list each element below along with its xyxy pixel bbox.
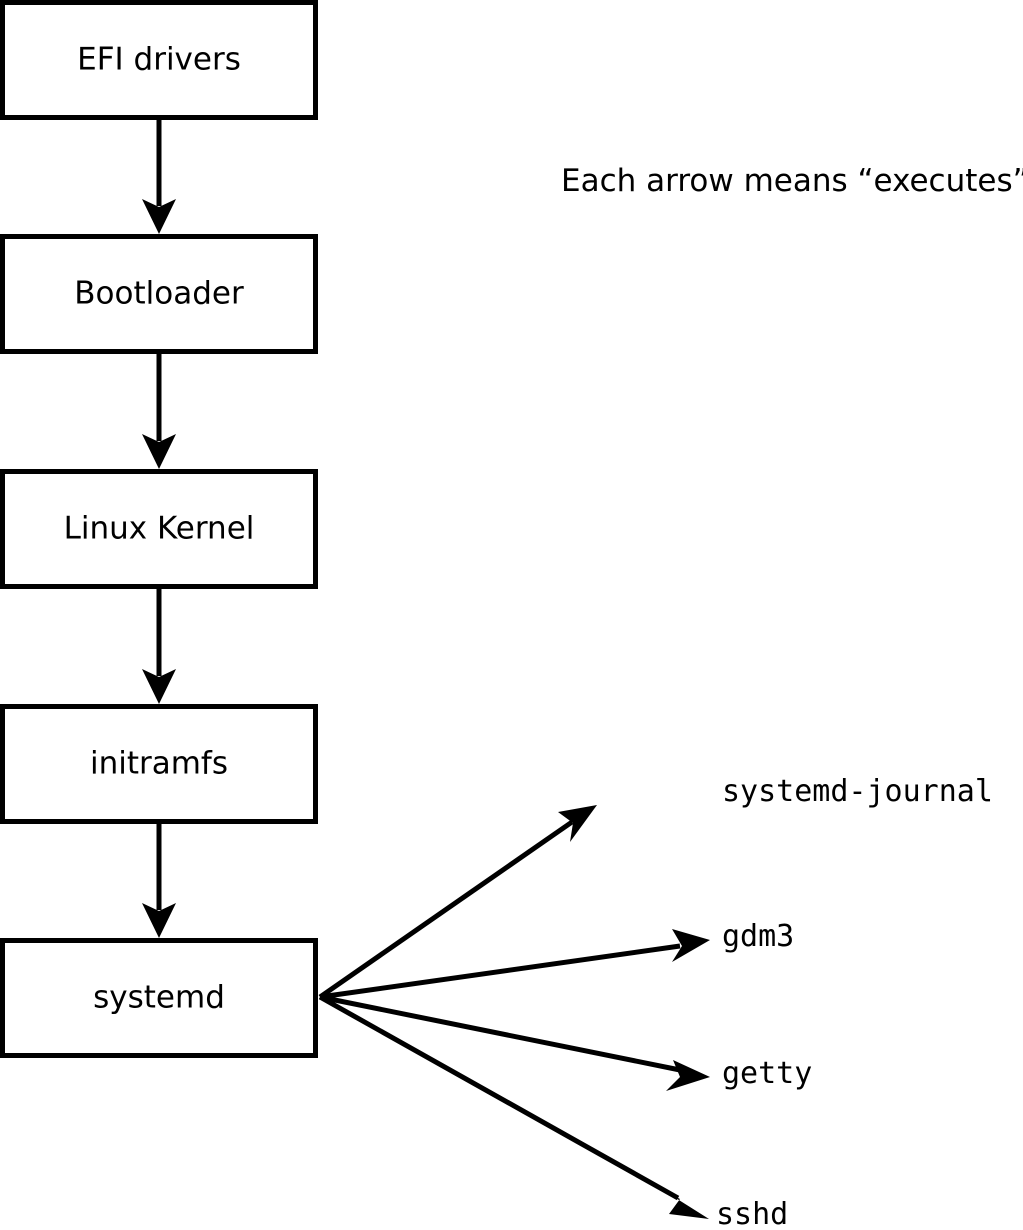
node-bootloader[interactable]: Bootloader	[0, 234, 318, 354]
arrow-bootloader-to-linux-kernel	[142, 354, 176, 469]
node-label-bootloader: Bootloader	[74, 276, 244, 312]
service-label-sshd: sshd	[716, 1197, 788, 1230]
service-label-gdm3: gdm3	[722, 919, 794, 954]
node-label-systemd: systemd	[93, 980, 225, 1016]
arrow-systemd-to-getty	[319, 994, 710, 1091]
service-label-getty: getty	[722, 1056, 812, 1091]
node-efi-drivers[interactable]: EFI drivers	[0, 0, 318, 120]
arrow-systemd-to-sshd	[318, 994, 709, 1219]
arrow-linux-kernel-to-initramfs	[142, 589, 176, 704]
arrow-systemd-to-systemd-journal	[318, 805, 597, 1000]
node-label-linux-kernel: Linux Kernel	[64, 511, 255, 547]
diagram-caption: Each arrow means “executes”.	[561, 163, 1023, 199]
arrow-efi-drivers-to-bootloader	[142, 120, 176, 234]
arrow-initramfs-to-systemd	[142, 824, 176, 938]
service-label-systemd-journal: systemd-journal	[722, 774, 993, 809]
node-linux-kernel[interactable]: Linux Kernel	[0, 469, 318, 589]
node-label-efi-drivers: EFI drivers	[77, 42, 241, 78]
node-systemd[interactable]: systemd	[0, 938, 318, 1058]
node-initramfs[interactable]: initramfs	[0, 704, 318, 824]
node-label-initramfs: initramfs	[90, 746, 228, 782]
arrow-systemd-to-gdm3	[319, 929, 710, 1000]
